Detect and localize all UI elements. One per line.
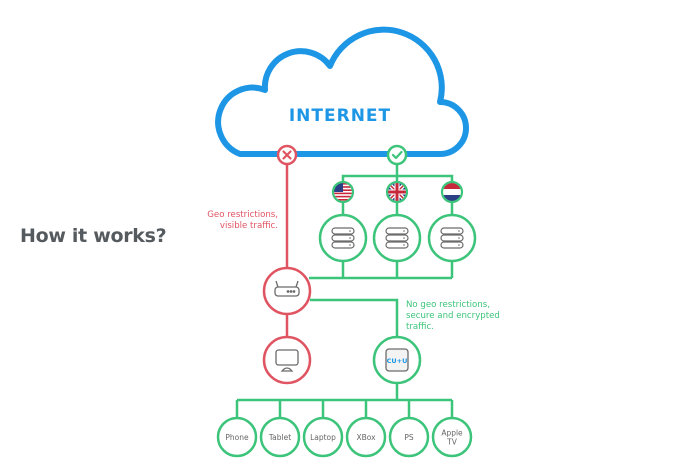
blocked-note-line: Geo restrictions, [207,210,278,220]
uk-flag-icon [385,180,409,204]
device-node: XBox [345,416,387,458]
check-icon [391,150,403,160]
allowed-note-line: No geo restrictions, [406,300,490,310]
monitor-node [262,335,312,385]
allowed-note-line: secure and encrypted [406,311,500,321]
server-stack-icon [440,227,464,249]
blocked-note-line: visible traffic. [219,221,278,231]
vpn-app-label: CU+U [387,357,408,365]
cloud-outline [215,26,469,157]
internet-cloud: INTERNET [215,26,469,157]
device-label: PS [404,433,414,442]
device-label: Phone [225,433,249,442]
device-label: Apple [441,429,463,438]
router-icon [274,280,300,297]
device-node: PS [388,416,430,458]
allowed-note-line: traffic. [406,322,434,332]
device-node: Laptop [302,416,344,458]
us-flag-icon [331,180,355,204]
device-label: Laptop [310,433,336,442]
blocked-traffic-note: Geo restrictions, visible traffic. [200,210,278,232]
server-stack-icon [385,227,409,249]
server-node [427,213,477,263]
device-node: Phone [216,416,258,458]
x-icon [282,150,292,160]
allowed-traffic-note: No geo restrictions, secure and encrypte… [406,300,516,333]
vpn-node: CU+U [372,335,422,385]
router-node [262,266,312,316]
monitor-icon [275,349,299,372]
server-node [318,213,368,263]
vpn-app-icon [385,348,409,372]
device-label: Tablet [268,433,291,442]
allowed-path [235,164,454,418]
server-stack-icon [331,227,355,249]
page-heading: How it works? [20,225,167,247]
server-node [372,213,422,263]
device-node: Tablet [259,416,301,458]
device-label: XBox [356,433,376,442]
nl-flag-icon [440,180,464,204]
device-label: TV [446,438,458,447]
allowed-gateway [386,144,408,166]
blocked-gateway [276,144,298,166]
cloud-label: INTERNET [289,106,391,126]
